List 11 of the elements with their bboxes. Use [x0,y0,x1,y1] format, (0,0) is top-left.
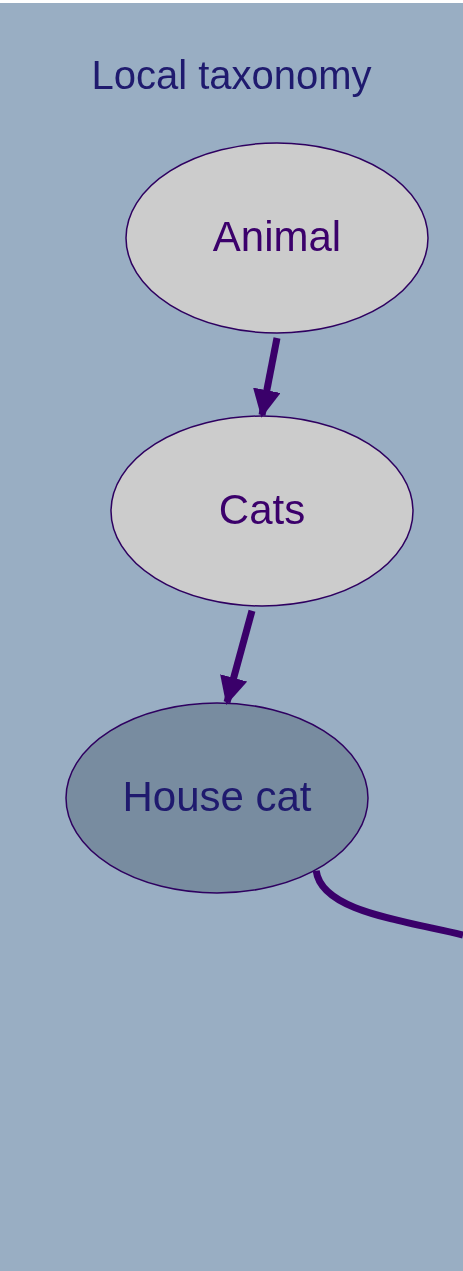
panel-label: Local taxonomy [91,53,372,98]
ellipse-node [125,142,429,334]
node-label: Cats [218,485,306,534]
ellipse-node [65,702,369,894]
connector-line [312,869,463,939]
node-label: Animal [212,212,342,261]
arrow [220,609,256,705]
node-label: House cat [122,772,312,821]
ellipse-node [110,415,414,607]
arrow [253,337,281,418]
diagram-panel [0,3,463,1271]
